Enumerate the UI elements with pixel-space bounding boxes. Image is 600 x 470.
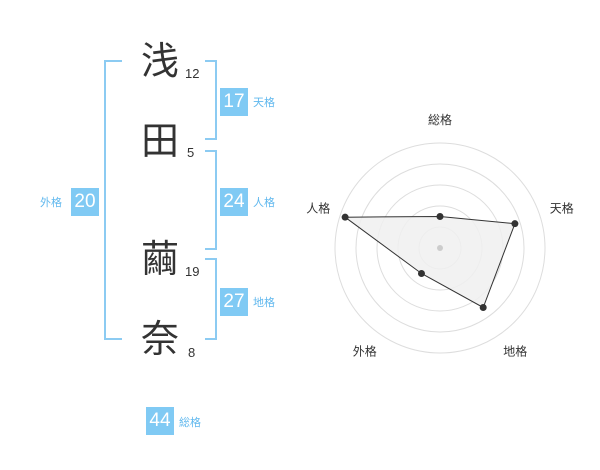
gaikaku-bracket <box>104 60 122 340</box>
stroke-count-1: 12 <box>185 66 200 81</box>
stroke-count-3: 19 <box>185 264 200 279</box>
name-char-3: 繭 <box>140 237 179 281</box>
radar-axis-label-1: 天格 <box>550 200 574 215</box>
radar-axis-label-2: 地格 <box>503 344 527 359</box>
name-char-1: 浅 <box>140 39 179 83</box>
chikaku-label: 地格 <box>253 296 275 309</box>
radar-grid-ring <box>355 163 525 333</box>
jinkaku-bracket <box>205 150 217 250</box>
tenkaku-bracket <box>205 60 217 140</box>
chikaku-bracket <box>205 258 217 340</box>
name-char-4: 奈 <box>140 317 179 361</box>
name-char-2: 田 <box>140 119 179 163</box>
radar-point-2 <box>479 303 487 311</box>
gaikaku-value-badge: 20 <box>71 188 99 216</box>
radar-center-dot <box>437 245 443 251</box>
tenkaku-value-badge: 17 <box>220 88 248 116</box>
stroke-count-2: 5 <box>187 145 195 160</box>
stroke-count-4: 8 <box>188 345 196 360</box>
radar-axis-label-4: 人格 <box>306 200 330 215</box>
radar-plot <box>341 213 519 311</box>
gaikaku-label: 外格 <box>40 196 62 209</box>
chikaku-value-badge: 27 <box>220 288 248 316</box>
radar-series-polygon <box>343 215 516 309</box>
radar-axis-label-0: 総格 <box>428 112 452 127</box>
radar-point-0 <box>436 213 444 220</box>
jinkaku-value-badge: 24 <box>220 188 248 216</box>
soukaku-value-badge: 44 <box>146 407 174 435</box>
radar-point-1 <box>511 220 519 228</box>
radar-grid-ring <box>334 142 546 354</box>
tenkaku-label: 天格 <box>253 96 275 109</box>
jinkaku-label: 人格 <box>253 196 275 209</box>
soukaku-label: 総格 <box>179 416 201 429</box>
radar-axis-label-3: 外格 <box>353 344 377 359</box>
radar-point-4 <box>341 213 349 221</box>
radar-point-3 <box>417 269 425 277</box>
